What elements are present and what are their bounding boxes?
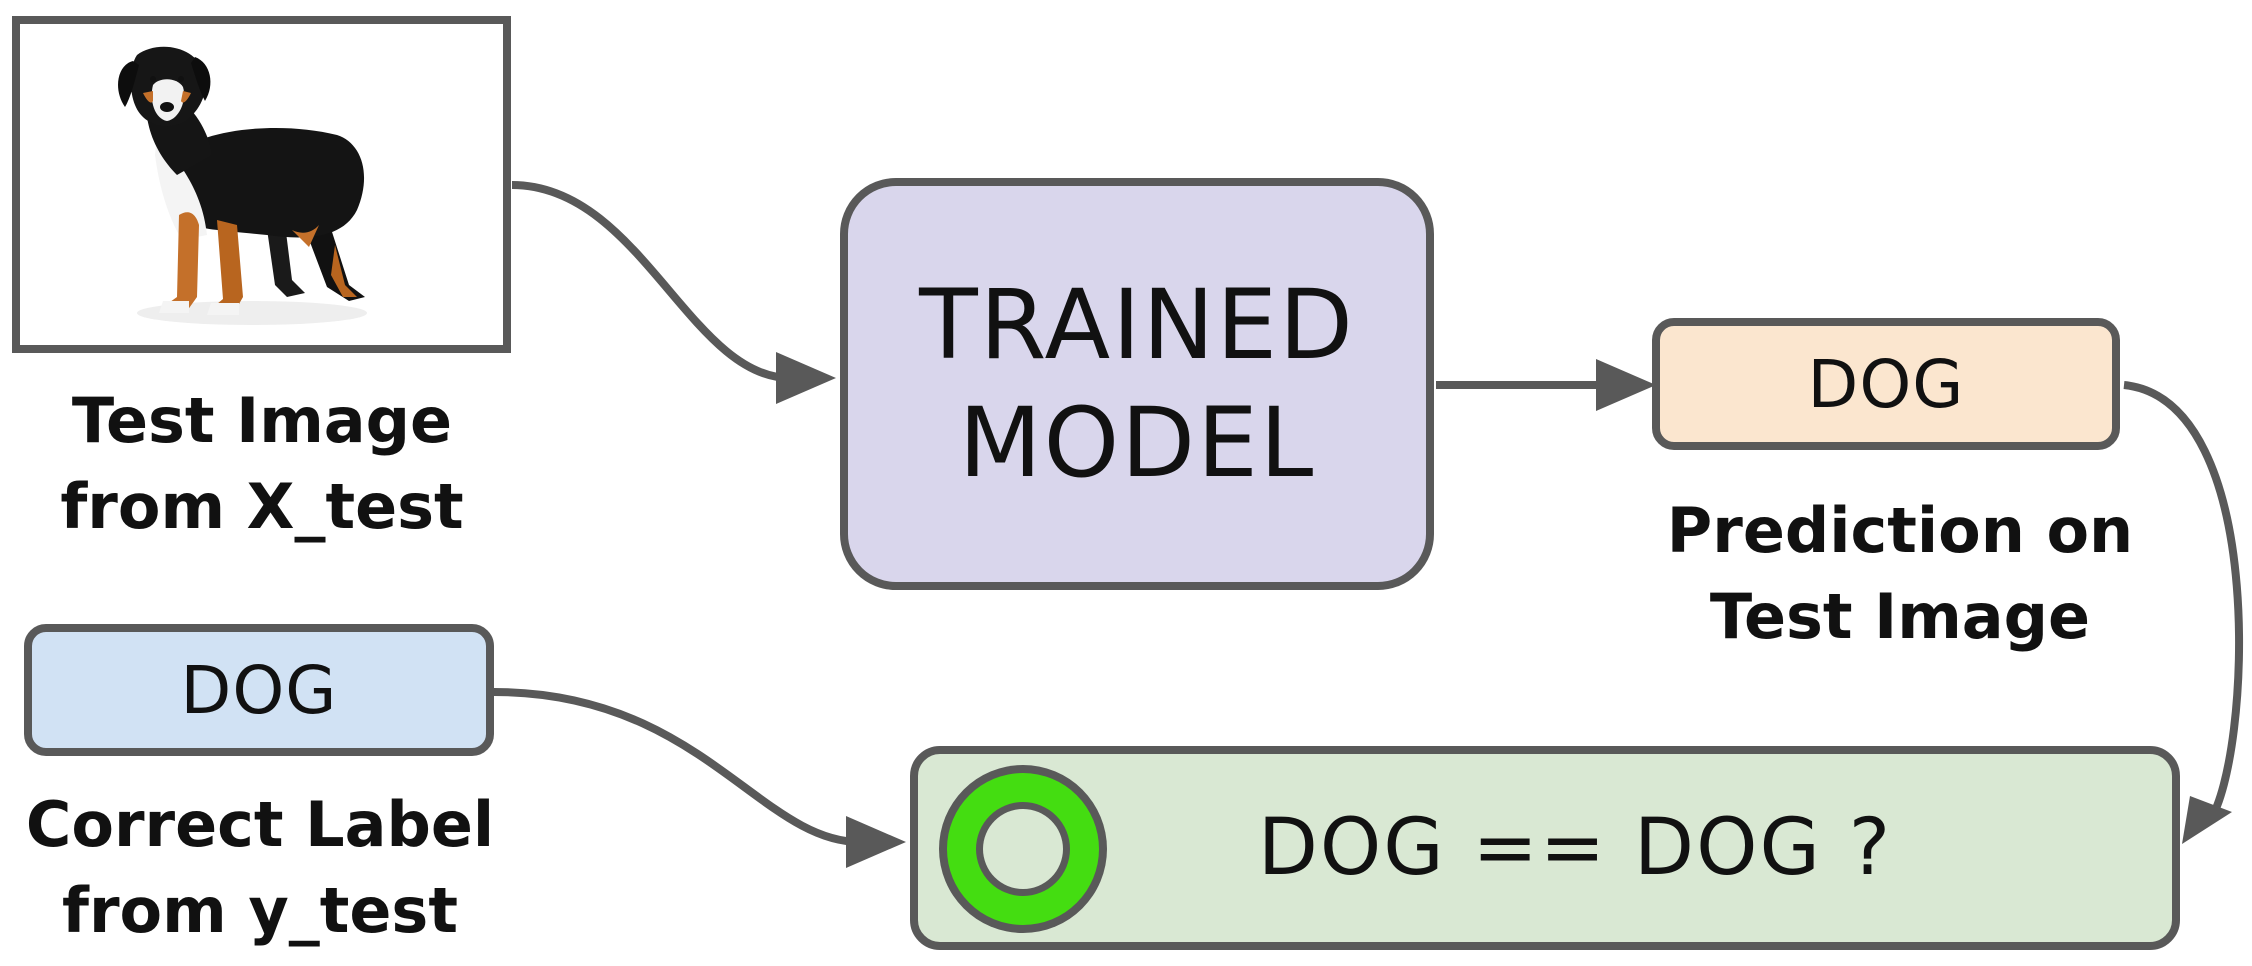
prediction-label: DOG bbox=[1807, 345, 1965, 423]
test-image-box bbox=[12, 16, 511, 353]
arrowhead-prediction-to-comparison bbox=[2182, 796, 2232, 844]
arrow-label-to-comparison bbox=[493, 688, 861, 846]
comparison-box: DOG == DOG ? bbox=[910, 746, 2180, 950]
prediction-box: DOG bbox=[1652, 318, 2120, 450]
correct-label-value: DOG bbox=[180, 651, 338, 729]
trained-model-label-line2: MODEL bbox=[958, 387, 1316, 499]
comparison-label: DOG == DOG ? bbox=[1257, 803, 1893, 893]
arrow-prediction-to-comparison bbox=[2123, 381, 2244, 823]
trained-model-box: TRAINED MODEL bbox=[840, 178, 1434, 590]
dog-photo-icon bbox=[117, 46, 367, 325]
correct-label-caption: Correct Label from y_test bbox=[25, 788, 495, 947]
prediction-caption: Prediction on Test Image bbox=[1666, 494, 2134, 653]
test-image-caption: Test Image from X_test bbox=[60, 384, 464, 543]
arrowhead-model-to-prediction bbox=[1596, 359, 1656, 411]
trained-model-label-line1: TRAINED bbox=[919, 269, 1355, 381]
green-ring-icon bbox=[939, 765, 1107, 933]
arrowhead-label-to-comparison bbox=[846, 816, 906, 868]
correct-label-box: DOG bbox=[24, 624, 494, 756]
arrow-image-to-model bbox=[511, 181, 791, 382]
arrowhead-image-to-model bbox=[776, 352, 836, 404]
